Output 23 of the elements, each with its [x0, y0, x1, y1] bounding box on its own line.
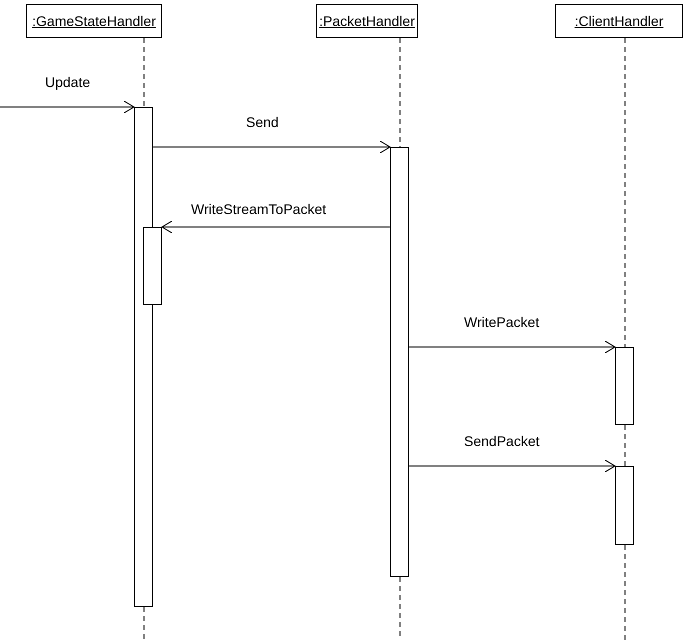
activation-bar: [615, 466, 634, 545]
activation-bar: [134, 107, 153, 607]
message-arrow: [408, 340, 616, 354]
object-name: :PacketHandler: [319, 13, 415, 29]
message-arrow: [162, 220, 390, 234]
message-label: WriteStreamToPacket: [190, 201, 328, 217]
message-label: Send: [245, 114, 280, 130]
object-box: [555, 4, 683, 38]
object-box: [26, 4, 162, 38]
object-name: :GameStateHandler: [32, 13, 156, 29]
message-arrow: [152, 140, 390, 154]
object-box: [316, 4, 418, 38]
object-name: :ClientHandler: [574, 13, 664, 29]
message-label: SendPacket: [463, 433, 540, 449]
activation-bar: [143, 227, 162, 305]
activation-bar: [615, 347, 634, 425]
message-label: WritePacket: [463, 314, 540, 330]
message-label: Update: [44, 74, 92, 90]
message-arrow: [0, 100, 134, 114]
activation-bar: [390, 147, 409, 577]
message-arrow: [408, 460, 616, 472]
lifeline: [624, 424, 626, 466]
lifeline: [624, 38, 626, 348]
